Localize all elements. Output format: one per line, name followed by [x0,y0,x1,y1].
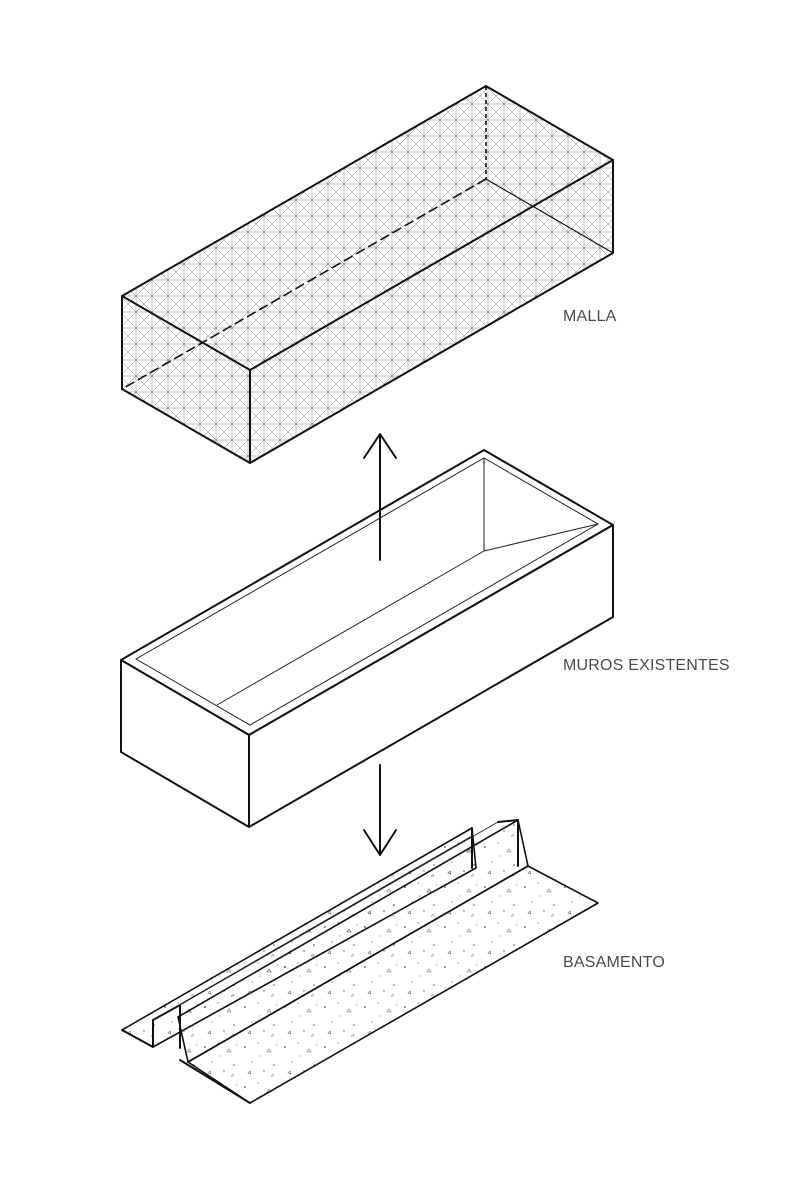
arrow-up-icon [363,433,397,561]
basamento-foundation [121,819,599,1104]
label-muros-existentes: MUROS EXISTENTES [563,657,730,674]
malla-right-face [250,160,613,463]
malla-mesh-box [121,85,614,464]
label-malla: MALLA [563,308,617,325]
malla-left-face [122,296,250,463]
muros-right-face [248,524,614,828]
malla-top-face [122,86,613,370]
label-basamento: BASAMENTO [563,954,665,971]
arrow-down-icon [363,764,397,856]
muros-existentes-box [120,449,614,828]
